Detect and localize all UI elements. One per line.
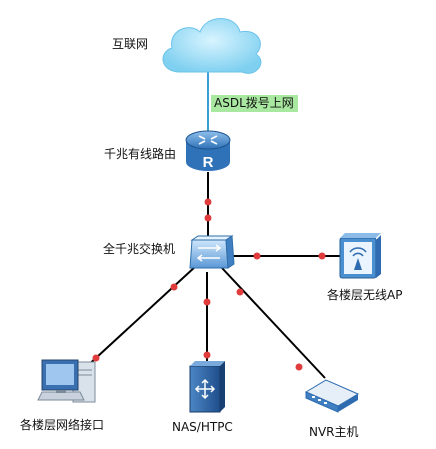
wan-link-label: ASDL拨号上网: [211, 95, 298, 112]
server-icon: [189, 361, 225, 413]
nvr-label: NVR主机: [309, 425, 359, 439]
switch-nvr-link: [221, 267, 326, 379]
router-glyph: R: [203, 154, 214, 171]
wireless-ap-icon: [339, 233, 381, 279]
cloud-icon: [162, 18, 262, 74]
port-dot: [236, 288, 244, 296]
nvr-icon: [304, 379, 360, 413]
internet-label: 互联网: [112, 37, 149, 51]
wireless-ap-label: 各楼层无线AP: [327, 288, 403, 302]
port-dot: [204, 214, 212, 222]
port-dot: [203, 298, 211, 306]
nas-label: NAS/HTPC: [172, 420, 233, 434]
workstation-icon: [37, 359, 96, 403]
floor-ports-label: 各楼层网络接口: [20, 418, 105, 432]
switch-icon: [189, 235, 235, 269]
switch-label: 全千兆交换机: [103, 242, 176, 256]
port-dots: [92, 198, 326, 371]
port-dot: [318, 252, 326, 260]
router-label: 千兆有线路由: [104, 147, 177, 161]
port-dot: [170, 283, 178, 291]
port-dot: [204, 198, 212, 206]
port-dot: [203, 351, 211, 359]
router-icon: R: [185, 130, 231, 171]
port-dot: [92, 354, 100, 362]
port-dot: [295, 363, 303, 371]
port-dot: [253, 252, 261, 260]
